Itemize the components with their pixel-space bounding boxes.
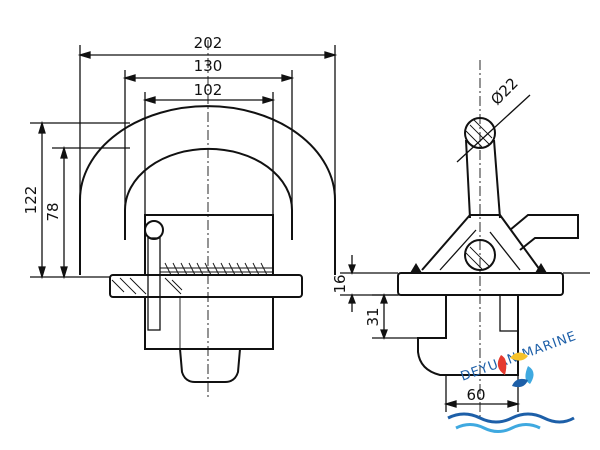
side-view <box>397 60 579 420</box>
dim-16: 16 <box>331 274 349 293</box>
weld-hatch <box>160 262 272 276</box>
pin-shaft <box>147 237 161 331</box>
dim-122: 122 <box>22 186 40 215</box>
dimension-lines-left <box>30 45 338 280</box>
dimension-lines-right <box>340 94 590 412</box>
d-ring-inner <box>124 147 293 240</box>
wave-line-2 <box>455 423 541 433</box>
lower-housing <box>144 296 274 350</box>
side-base-plate <box>397 272 564 296</box>
wave-line-1 <box>447 412 575 424</box>
upper-block <box>144 214 274 276</box>
d-ring-outer <box>79 105 336 275</box>
brand-watermark: DEYUAN MARINE <box>447 329 579 433</box>
dim-31: 31 <box>364 307 382 326</box>
dim-130: 130 <box>194 57 223 75</box>
dim-202: 202 <box>194 34 223 52</box>
dim-dia22: Ø22 <box>487 74 522 109</box>
dim-102: 102 <box>194 81 223 99</box>
base-plate <box>109 274 303 298</box>
brand-logo-icon <box>497 352 534 388</box>
base-section-hatch <box>111 277 183 295</box>
dim-60: 60 <box>466 386 485 404</box>
pin-head <box>144 220 164 240</box>
dim-78: 78 <box>44 202 62 221</box>
bottom-boss <box>179 348 241 383</box>
